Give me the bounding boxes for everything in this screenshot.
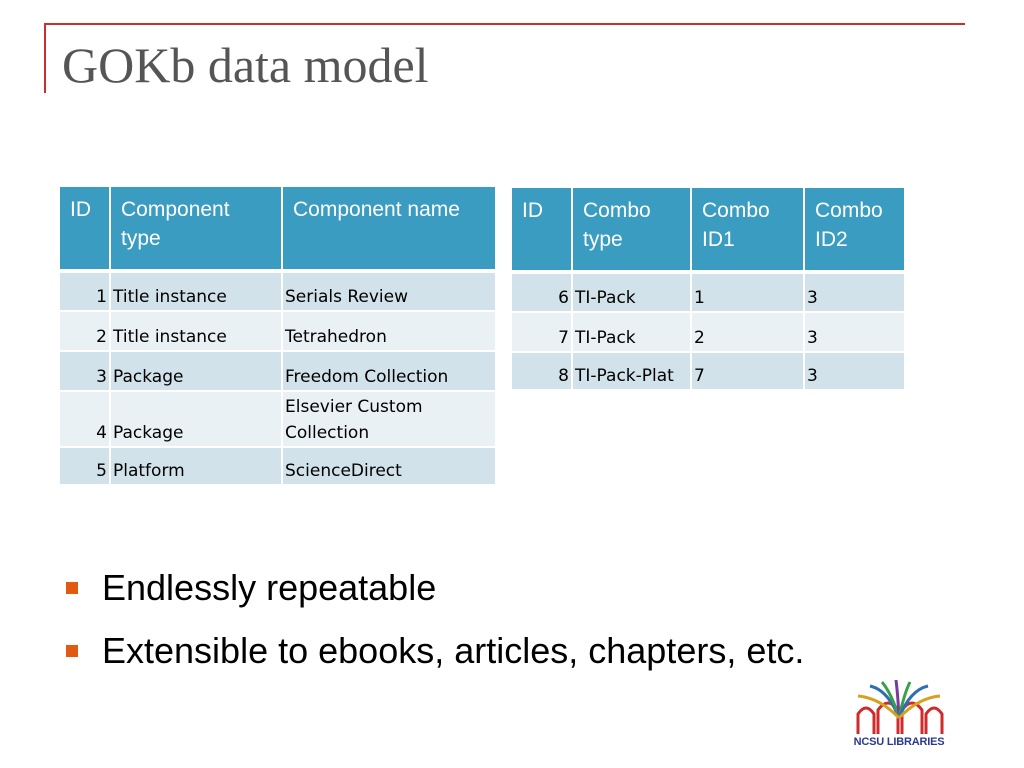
header-combo-type: Combo type bbox=[572, 188, 692, 274]
header-id: ID bbox=[512, 188, 573, 274]
logo-text: NCSU LIBRARIES bbox=[853, 736, 945, 748]
cell-combo-id2: 3 bbox=[804, 272, 904, 313]
bullet-list: Endlessly repeatable Extensible to ebook… bbox=[62, 556, 804, 682]
cell-id: 4 bbox=[60, 391, 111, 448]
left-rule bbox=[44, 23, 46, 93]
cell-component-type: Title instance bbox=[110, 311, 283, 352]
table-row: 5 Platform ScienceDirect bbox=[60, 447, 495, 486]
cell-id: 8 bbox=[512, 352, 573, 391]
top-rule bbox=[44, 23, 965, 25]
components-header-row: ID Component type Component name bbox=[60, 187, 495, 273]
cell-component-name: Tetrahedron bbox=[282, 311, 495, 352]
bullet-item: Endlessly repeatable bbox=[62, 556, 804, 619]
table-row: 1 Title instance Serials Review bbox=[60, 271, 495, 312]
header-combo-id2: Combo ID2 bbox=[804, 188, 904, 274]
table-row: 7 TI-Pack 2 3 bbox=[512, 312, 904, 353]
cell-combo-id1: 1 bbox=[691, 272, 805, 313]
cell-component-type: Title instance bbox=[110, 271, 283, 312]
table-row: 6 TI-Pack 1 3 bbox=[512, 272, 904, 313]
table-row: 4 Package Elsevier Custom Collection bbox=[60, 391, 495, 448]
cell-component-type: Platform bbox=[110, 447, 283, 486]
cell-id: 7 bbox=[512, 312, 573, 353]
cell-id: 2 bbox=[60, 311, 111, 352]
components-table: ID Component type Component name 1 Title… bbox=[60, 187, 495, 486]
cell-component-type: Package bbox=[110, 351, 283, 392]
cell-id: 6 bbox=[512, 272, 573, 313]
square-bullet-icon bbox=[66, 645, 78, 657]
header-id: ID bbox=[60, 187, 111, 273]
table-row: 3 Package Freedom Collection bbox=[60, 351, 495, 392]
cell-combo-type: TI-Pack bbox=[572, 272, 692, 313]
cell-component-name: Elsevier Custom Collection bbox=[282, 391, 495, 448]
ncsu-libraries-logo: NCSU LIBRARIES bbox=[848, 679, 950, 748]
table-row: 2 Title instance Tetrahedron bbox=[60, 311, 495, 352]
cell-id: 1 bbox=[60, 271, 111, 312]
header-component-type: Component type bbox=[110, 187, 283, 273]
bullet-text: Endlessly repeatable bbox=[102, 567, 437, 608]
bullet-text: Extensible to ebooks, articles, chapters… bbox=[102, 630, 805, 671]
table-row: 8 TI-Pack-Plat 7 3 bbox=[512, 352, 904, 391]
header-component-name: Component name bbox=[282, 187, 495, 273]
cell-combo-id1: 7 bbox=[691, 352, 805, 391]
cell-combo-id2: 3 bbox=[804, 312, 904, 353]
square-bullet-icon bbox=[66, 582, 78, 594]
slide-title: GOKb data model bbox=[62, 37, 429, 93]
cell-component-name: Serials Review bbox=[282, 271, 495, 312]
cell-combo-id1: 2 bbox=[691, 312, 805, 353]
combos-table: ID Combo type Combo ID1 Combo ID2 6 TI-P… bbox=[512, 188, 904, 391]
cell-combo-type: TI-Pack bbox=[572, 312, 692, 353]
cell-id: 3 bbox=[60, 351, 111, 392]
cell-combo-type: TI-Pack-Plat bbox=[572, 352, 692, 391]
cell-id: 5 bbox=[60, 447, 111, 486]
header-combo-id1: Combo ID1 bbox=[691, 188, 805, 274]
combos-header-row: ID Combo type Combo ID1 Combo ID2 bbox=[512, 188, 904, 274]
cell-component-type: Package bbox=[110, 391, 283, 448]
cell-component-name: ScienceDirect bbox=[282, 447, 495, 486]
cell-component-name: Freedom Collection bbox=[282, 351, 495, 392]
cell-combo-id2: 3 bbox=[804, 352, 904, 391]
book-arches-icon bbox=[856, 679, 944, 734]
bullet-item: Extensible to ebooks, articles, chapters… bbox=[62, 619, 804, 682]
